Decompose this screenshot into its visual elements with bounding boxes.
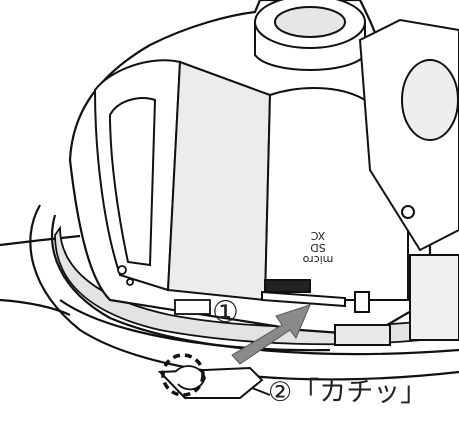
right-mechanism	[334, 18, 459, 346]
step2-label: ②「カチッ」	[268, 378, 427, 408]
finger-tip	[174, 365, 206, 391]
step2-marker: ②	[268, 377, 293, 408]
step1-label: ①	[212, 295, 239, 330]
microsd-logo-line1: micro	[302, 253, 334, 266]
step2-leader-line	[251, 387, 271, 396]
step2-sound: 「カチッ」	[292, 377, 428, 408]
dashed-circle-icon	[161, 353, 205, 397]
microsd-logo-line3: XC	[310, 229, 326, 242]
microsd-logo-line2: SD	[310, 241, 326, 254]
lens-collar	[254, 0, 366, 71]
inner-ring-shade	[54, 225, 459, 346]
base-feet	[117, 265, 211, 315]
insert-arrow-icon	[231, 304, 311, 365]
mounting-base	[0, 204, 459, 381]
sd-card-slot	[261, 279, 370, 313]
microsd-logo: micro SD XC	[282, 225, 354, 266]
